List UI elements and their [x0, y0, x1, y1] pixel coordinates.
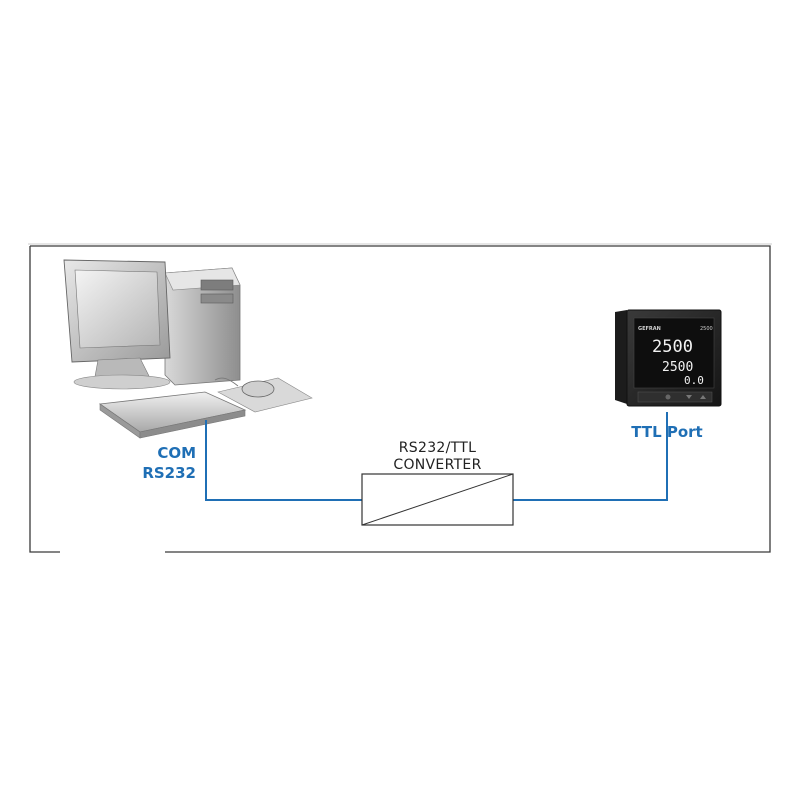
device-down-icon: [686, 395, 692, 399]
pc-keyboard: [98, 391, 247, 439]
display-small-value: 0.0: [684, 374, 704, 387]
converter-box: [361, 473, 514, 526]
device-brand: GEFRAN: [638, 326, 661, 332]
pc-mouse: [214, 377, 313, 413]
computer-illustration: [63, 259, 313, 439]
controller-device: GEFRAN 2500 2500 2500 0.0: [615, 309, 722, 407]
device-model: 2500: [700, 326, 713, 332]
ttl-wire: [513, 412, 668, 501]
diagram-frame: [28, 243, 772, 553]
device-button-icon: [665, 394, 671, 400]
converter-label: RS232/TTL CONVERTER: [362, 440, 513, 474]
display-mid-value: 2500: [662, 360, 693, 375]
rs232-wire: [205, 420, 362, 501]
converter-label-line1: RS232/TTL: [398, 440, 477, 456]
converter-label-line2: CONVERTER: [393, 457, 482, 473]
com-label-line1: COM: [157, 444, 196, 462]
display-top-value: 2500: [652, 337, 693, 357]
connection-wires: [205, 412, 668, 501]
com-label-line2: RS232: [142, 464, 196, 482]
com-port-label: COM RS232: [142, 443, 196, 483]
pc-tower: [164, 267, 241, 386]
ttl-port-label: TTL Port: [631, 423, 703, 441]
pc-monitor: [63, 259, 171, 390]
device-up-icon: [700, 395, 706, 399]
